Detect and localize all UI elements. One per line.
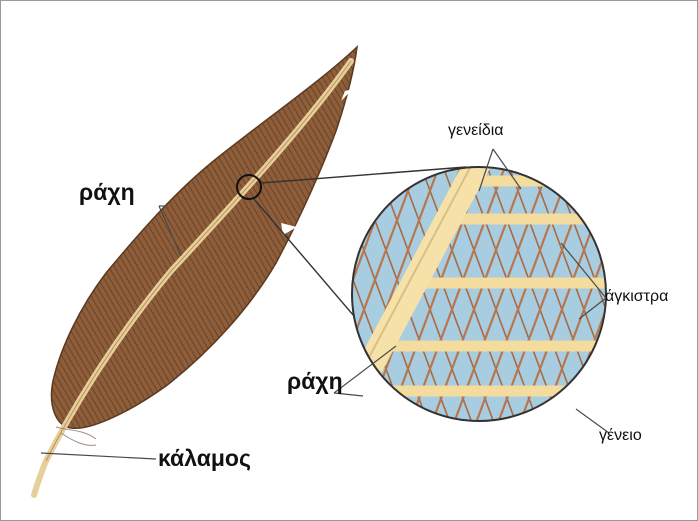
barbule-strand bbox=[683, 161, 697, 431]
feather bbox=[34, 47, 357, 495]
label-barbules: γενείδια bbox=[448, 122, 504, 140]
label-hooks: άγκιστρα bbox=[605, 288, 668, 306]
label-barb: γένειο bbox=[599, 427, 642, 445]
leader-calamus bbox=[41, 453, 156, 459]
label-calamus: κάλαμος bbox=[158, 445, 251, 472]
label-rachis: ράχη bbox=[79, 179, 135, 206]
label-rachis-magnified: ράχη bbox=[287, 368, 343, 395]
